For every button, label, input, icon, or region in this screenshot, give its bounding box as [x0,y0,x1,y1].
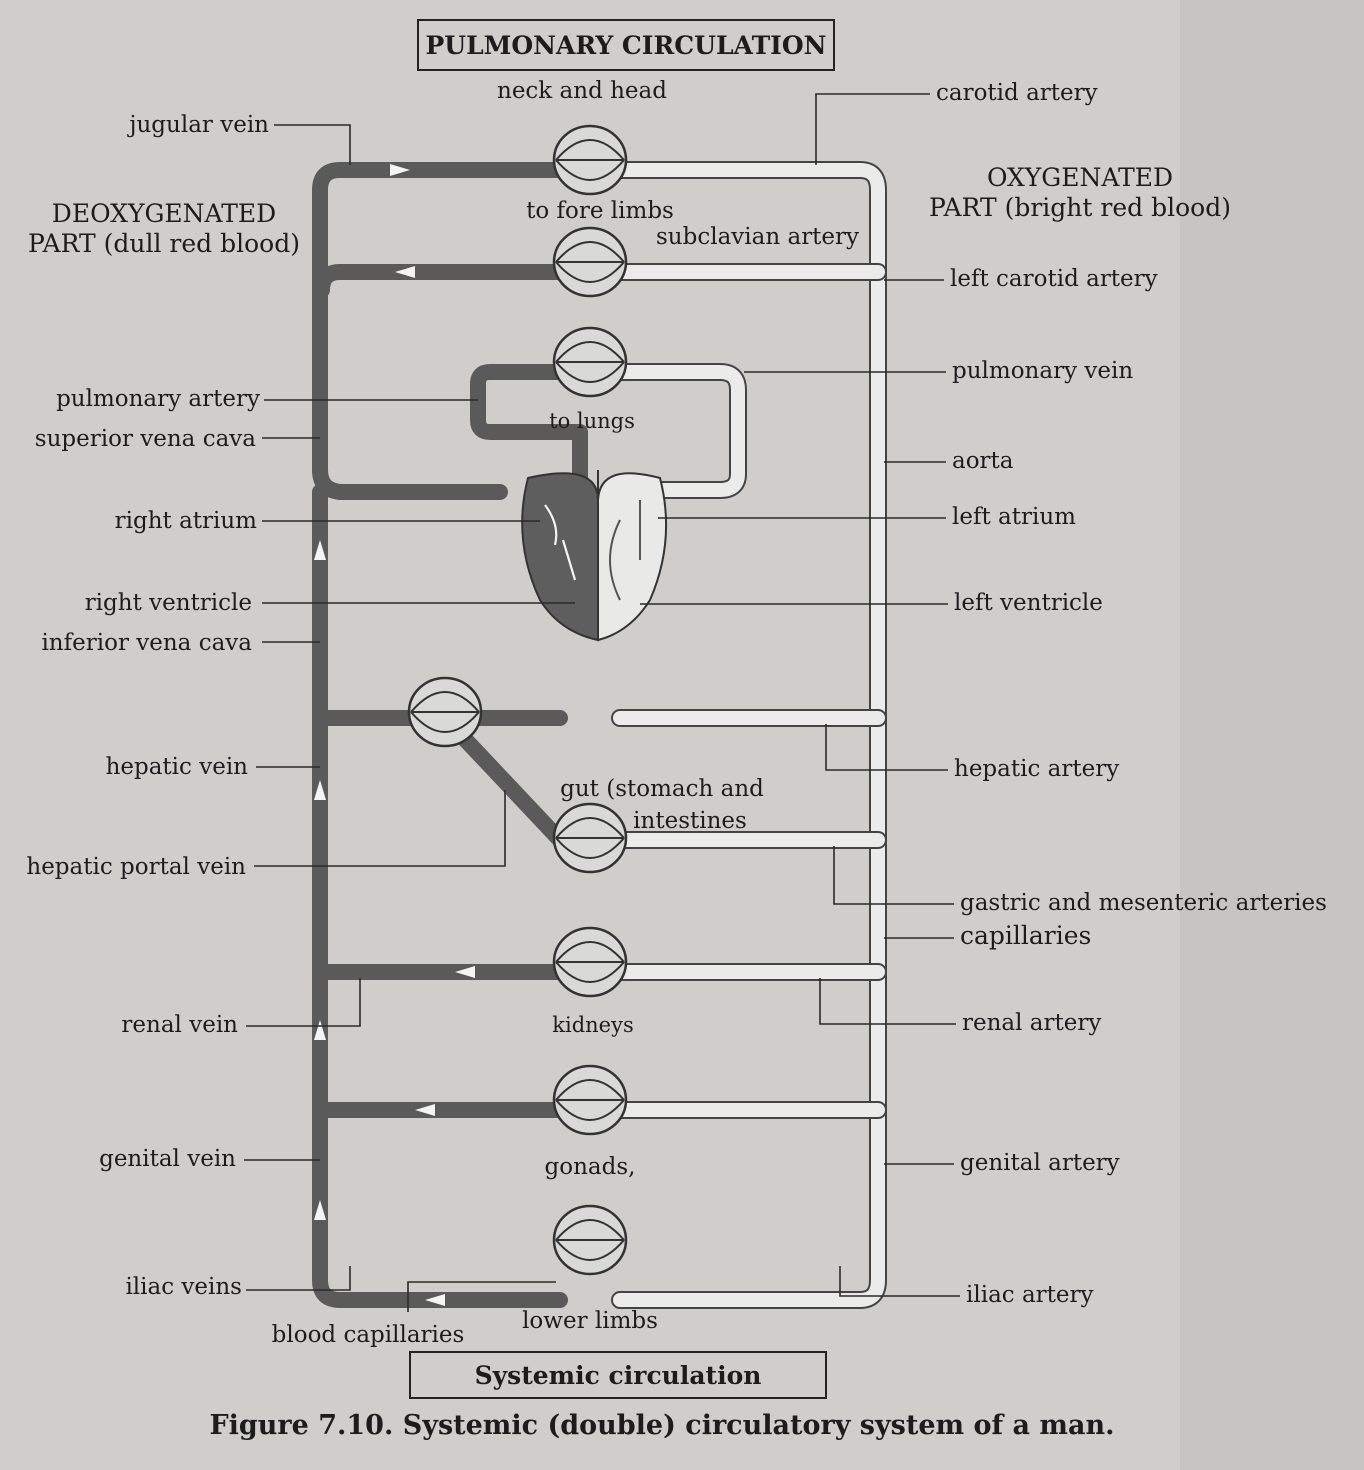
label-jugular-vein: jugular vein [126,112,269,138]
label-carotid-artery: carotid artery [936,80,1098,106]
bleed-through-texture [1180,0,1364,1470]
systemic-title-box [409,1351,827,1399]
capillary-kidneys [552,926,628,998]
oxygenated-label-line1: OXYGENATED [987,163,1173,192]
label-capillaries: capillaries [960,921,1091,950]
organ-gut-line1: gut (stomach and [560,776,764,802]
leader-lower-limbs [407,1281,556,1312]
label-hepatic-portal-vein: hepatic portal vein [26,854,246,880]
label-left-atrium: left atrium [952,504,1076,530]
heart [521,470,668,642]
label-genital-vein: genital vein [99,1146,236,1172]
label-right-atrium: right atrium [115,508,258,534]
pulmonary-artery-vessel [470,364,588,488]
label-superior-vena-cava: superior vena cava [35,426,256,452]
organ-gonads: gonads, [545,1154,636,1180]
vein-head [312,162,568,500]
capillary-lungs [552,326,628,398]
flow-arrows [314,164,475,1306]
deoxygenated-label-line2: PART (dull red blood) [28,229,300,258]
heart-right-side [521,472,599,642]
label-renal-artery: renal artery [962,1010,1101,1036]
label-genital-artery: genital artery [960,1150,1120,1176]
capillary-head [552,124,628,196]
label-hepatic-artery: hepatic artery [954,756,1119,782]
oxygenated-label-line2: PART (bright red blood) [929,193,1231,222]
label-inferior-vena-cava: inferior vena cava [41,630,252,656]
pulmonary-vein-vessel [613,365,745,497]
vein-forelimb [314,264,568,298]
deoxygenated-label-line1: DEOXYGENATED [52,199,276,228]
organ-neck-head: neck and head [497,78,667,104]
label-gastric-mesenteric-arteries: gastric and mesenteric arteries [960,890,1327,916]
pulmonary-title: PULMONARY CIRCULATION [425,31,826,60]
organ-blood-capillaries: blood capillaries [272,1322,465,1348]
label-left-carotid-artery: left carotid artery [950,266,1158,292]
inferior-vena-cava-vessel [312,484,568,1308]
label-aorta: aorta [952,448,1014,474]
label-left-ventricle: left ventricle [954,590,1103,616]
systemic-title: Systemic circulation [475,1361,762,1390]
figure-caption: Figure 7.10. Systemic (double) circulato… [209,1410,1114,1441]
label-pulmonary-vein: pulmonary vein [952,358,1133,384]
capillary-gonads [552,1064,628,1136]
capillary-forelimbs [552,226,628,298]
label-renal-vein: renal vein [121,1012,238,1038]
organ-gut-line2: intestines [633,808,747,834]
left-labels: jugular vein pulmonary artery superior v… [26,112,575,1300]
capillary-beds [407,124,628,1276]
organ-fore-limbs: to fore limbs [526,198,674,224]
pulmonary-title-box [417,19,835,71]
organ-lungs: to lungs [549,409,635,433]
vessel-network [312,161,887,1309]
organ-lower-limbs: lower limbs [522,1308,658,1334]
label-hepatic-vein: hepatic vein [106,754,249,780]
label-pulmonary-artery: pulmonary artery [56,386,260,412]
capillary-lower-limbs [552,1204,628,1276]
label-subclavian-artery: subclavian artery [656,224,859,250]
label-iliac-artery: iliac artery [966,1282,1094,1308]
capillary-liver [407,676,483,748]
aorta-vessel [613,163,885,1307]
right-labels: carotid artery subclavian artery left ca… [640,80,1327,1308]
capillary-gut [552,802,628,874]
heart-left-side [597,472,668,642]
organ-kidneys: kidneys [552,1013,633,1037]
label-iliac-veins: iliac veins [125,1274,242,1300]
label-right-ventricle: right ventricle [85,590,252,616]
